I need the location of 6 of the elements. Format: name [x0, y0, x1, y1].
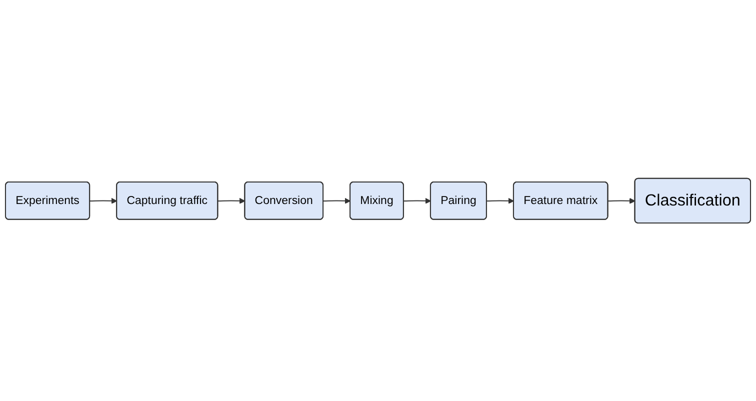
arrow	[323, 198, 351, 204]
arrow	[404, 198, 432, 204]
arrow	[608, 198, 636, 204]
arrow	[90, 198, 118, 204]
arrow	[486, 198, 514, 204]
arrow	[218, 198, 246, 204]
